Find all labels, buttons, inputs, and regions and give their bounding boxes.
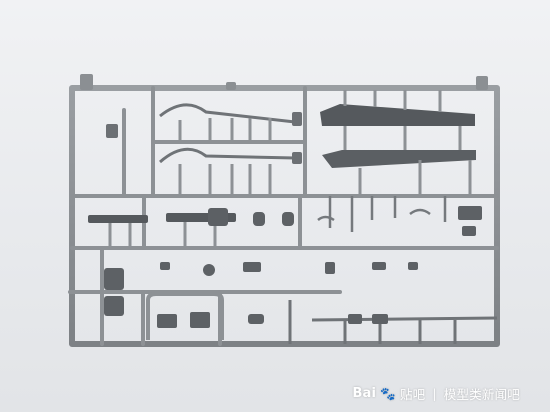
- arch-parts: [157, 312, 264, 328]
- tieba-label: 贴吧: [399, 387, 426, 402]
- baidu-logo: Bai: [352, 386, 377, 401]
- watermark: Bai 🐾 贴吧 | 模型类新闻吧: [352, 384, 520, 403]
- lower-right-rods: [288, 300, 498, 344]
- small-parts-right: [317, 196, 447, 232]
- gun-barrels: [88, 208, 236, 248]
- wheel-discs: [253, 212, 294, 226]
- outer-frame: [69, 85, 500, 347]
- lower-left-parts: [104, 262, 335, 316]
- vertical-pins: [178, 118, 272, 196]
- forum-name: 模型类新闻吧: [443, 387, 520, 402]
- small-fittings: [106, 112, 302, 164]
- watermark-separator: |: [432, 386, 437, 401]
- paw-icon: 🐾: [380, 385, 396, 401]
- frame-tabs: [80, 74, 488, 90]
- block-parts-right: [372, 206, 482, 270]
- long-dark-bars: [320, 90, 476, 196]
- lower-right-blocks: [348, 314, 388, 324]
- curved-parts: [159, 103, 296, 164]
- arch-block: [146, 292, 224, 340]
